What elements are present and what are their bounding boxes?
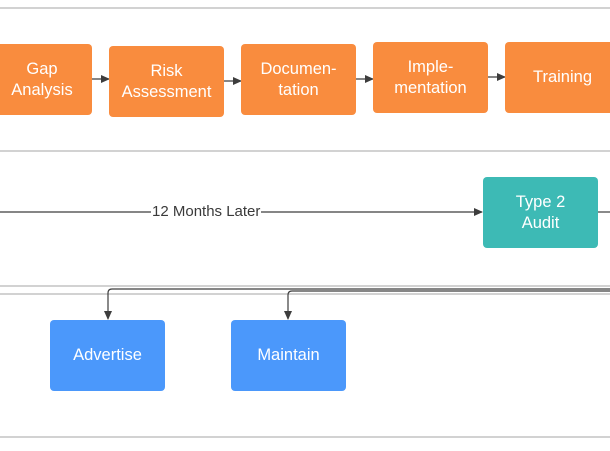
process-node-documentation[interactable]: Documen- tation bbox=[241, 44, 356, 115]
followup-node-maintain[interactable]: Maintain bbox=[231, 320, 346, 391]
process-node-implementation[interactable]: Imple- mentation bbox=[373, 42, 488, 113]
process-node-gap-analysis[interactable]: Gap Analysis bbox=[0, 44, 92, 115]
connector-to-advertise bbox=[104, 288, 610, 320]
connector-label-12-months-later: 12 Months Later bbox=[151, 203, 262, 221]
audit-node-type-2-audit[interactable]: Type 2 Audit bbox=[483, 177, 598, 248]
process-node-risk-assessment[interactable]: Risk Assessment bbox=[109, 46, 224, 117]
followup-node-advertise[interactable]: Advertise bbox=[50, 320, 165, 391]
connector-to-maintain bbox=[284, 290, 610, 320]
process-node-training[interactable]: Training bbox=[505, 42, 610, 113]
